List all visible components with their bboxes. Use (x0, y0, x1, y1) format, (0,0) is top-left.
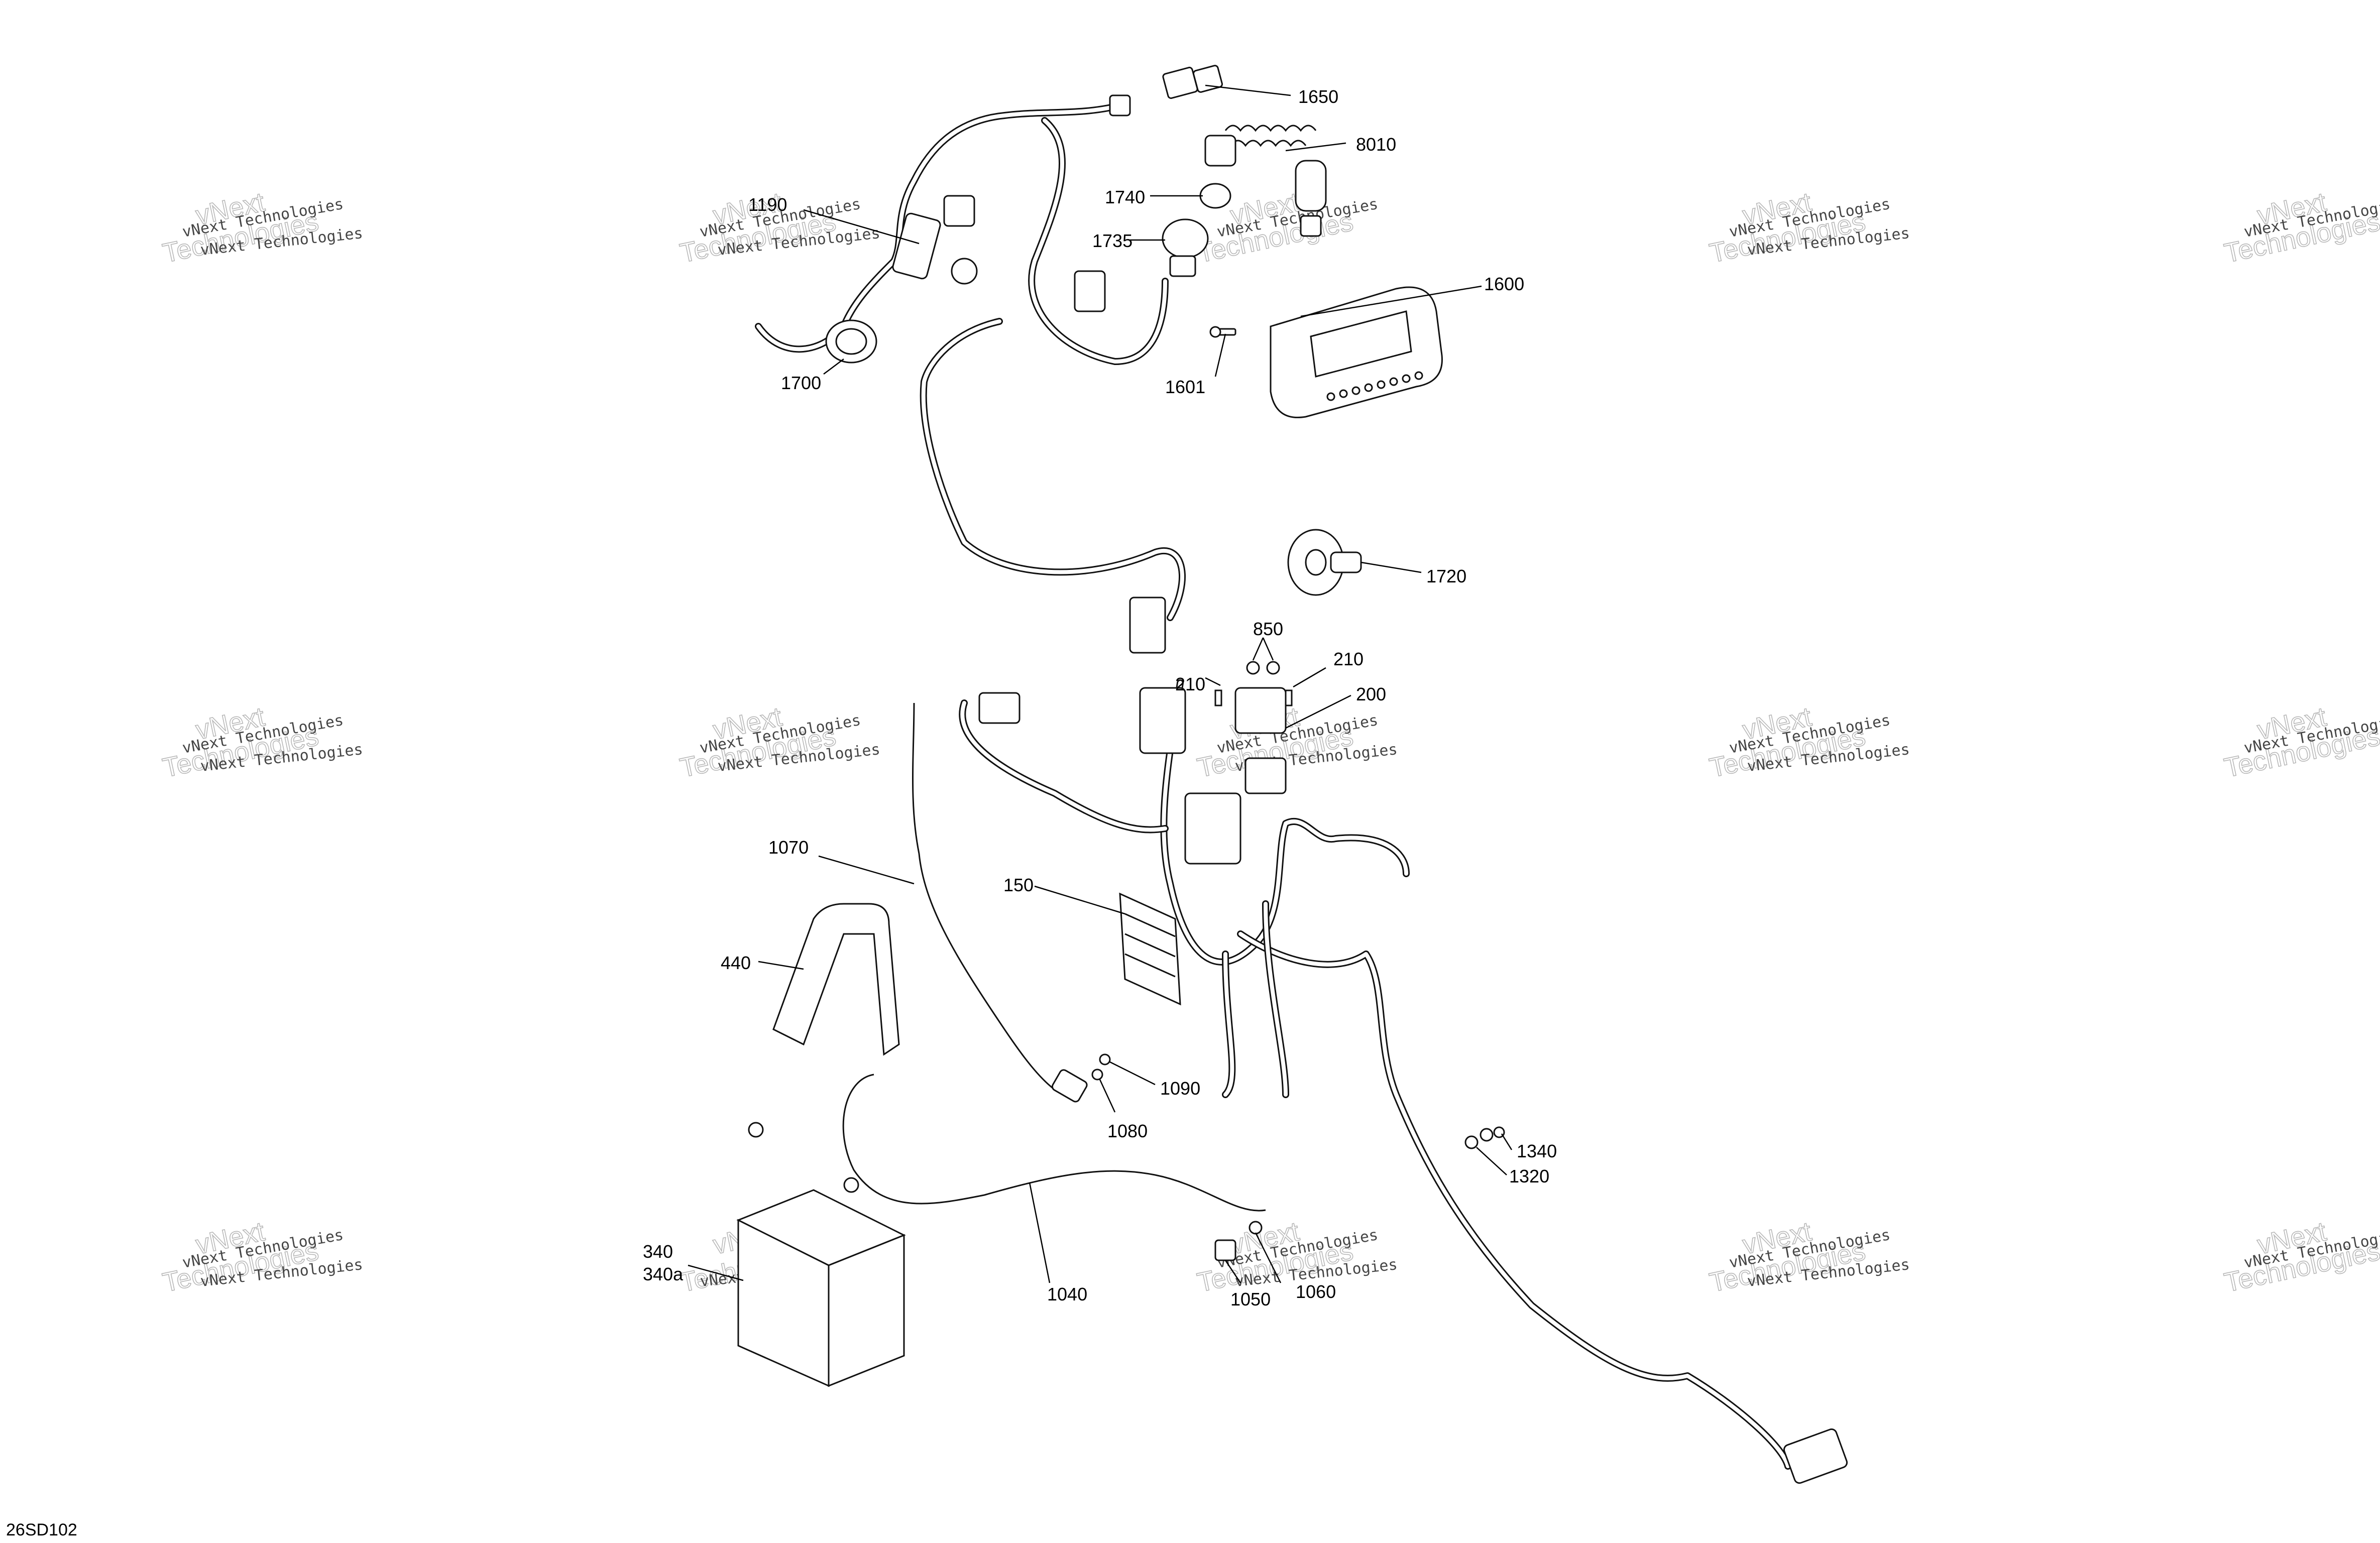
key-switch-1735 (1162, 218, 1209, 277)
coiled-cable-8010 (1204, 125, 1327, 237)
callout-1650: 1650 (1298, 86, 1338, 107)
terminal-1070 (1051, 1069, 1088, 1103)
fasteners-1320-1340 (1464, 1126, 1505, 1149)
callout-1601: 1601 (1165, 377, 1205, 397)
voltage-regulator-150 (1119, 892, 1181, 1006)
callout-1070: 1070 (768, 837, 809, 858)
battery-strap-440 (772, 903, 900, 1056)
connector-1650 (1109, 65, 1223, 116)
watermark: vNext Technologies (677, 187, 839, 269)
callout-1040: 1040 (1047, 1284, 1087, 1304)
callout-1090: 1090 (1160, 1078, 1200, 1099)
callout-1060: 1060 (1296, 1281, 1336, 1302)
cable-1040 (842, 1074, 1266, 1212)
callout-210-left: 210 (1175, 674, 1205, 694)
callout-200: 200 (1356, 684, 1386, 704)
nut-1090 (1099, 1053, 1111, 1065)
connector-1190 (892, 195, 1106, 312)
battery-bolt (843, 1177, 859, 1193)
bolt-210 (1285, 689, 1293, 706)
connector-mid (978, 597, 1186, 754)
battery-340 (736, 1122, 906, 1387)
wiring-harness (755, 102, 1791, 1470)
callout-1735: 1735 (1092, 230, 1132, 251)
callout-1340: 1340 (1517, 1141, 1557, 1161)
callout-1080: 1080 (1107, 1121, 1148, 1141)
watermark: vNext Technologies (2221, 701, 2380, 784)
callout-340: 340 (643, 1241, 673, 1262)
relay-box (1184, 792, 1241, 865)
callout-1700: 1700 (781, 373, 821, 393)
leader-lines (688, 84, 1513, 1283)
callout-440: 440 (721, 953, 751, 973)
diagram-id: 26SD102 (6, 1520, 77, 1539)
washer-1080 (1091, 1069, 1103, 1081)
battery-bolt (748, 1122, 764, 1138)
callout-8010: 8010 (1356, 134, 1396, 155)
callout-1720: 1720 (1426, 566, 1466, 586)
callout-1320: 1320 (1509, 1166, 1549, 1186)
connector-end (1783, 1428, 1848, 1484)
instrument-cluster-1600 (1270, 286, 1443, 418)
indicator-led-row (1326, 371, 1423, 401)
bolt-1050 (1214, 1239, 1236, 1261)
nut-1740 (1199, 183, 1231, 209)
callout-1740: 1740 (1105, 187, 1145, 207)
callout-1050: 1050 (1230, 1289, 1271, 1310)
bolt-210 (1214, 689, 1222, 706)
nut-1060 (1249, 1221, 1263, 1235)
switch-1700 (825, 319, 877, 364)
callout-340a: 340a (643, 1264, 684, 1284)
callout-850: 850 (1253, 619, 1283, 639)
watermark-layer: vNext Technologies vNext Technologies vN… (160, 187, 2380, 1298)
callout-1600: 1600 (1484, 274, 1524, 294)
callout-1190: 1190 (748, 194, 787, 215)
cable-1070 (912, 702, 1055, 1091)
callout-210-right: 210 (1333, 649, 1364, 669)
nut-850 (1266, 661, 1280, 675)
solenoid-200 (1214, 661, 1293, 794)
callout-150: 150 (1003, 875, 1034, 895)
screw-1601 (1209, 326, 1236, 338)
callout-labels: 1650 8010 1740 1735 1190 1600 1601 1700 … (643, 86, 1557, 1310)
harness-drop-wires (1222, 900, 1289, 1098)
grommet-1720 (1287, 529, 1362, 596)
nut-850 (1246, 661, 1260, 675)
